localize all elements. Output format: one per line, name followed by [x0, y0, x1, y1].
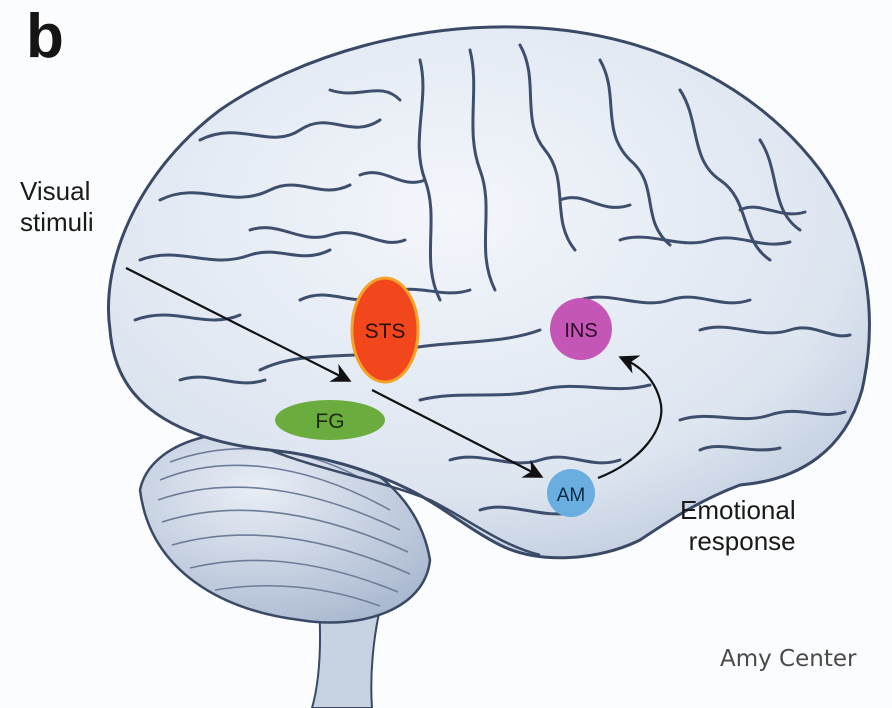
am-label: AM — [557, 485, 586, 506]
sts-label: STS — [365, 320, 406, 343]
region-sts: STS — [352, 278, 418, 382]
fg-label: FG — [315, 410, 344, 433]
region-am: AM — [547, 469, 595, 517]
ins-label: INS — [564, 320, 597, 342]
emotional-response-label: Emotional response — [680, 495, 796, 557]
emotional-response-line2: response — [680, 526, 796, 557]
visual-stimuli-line2: stimuli — [20, 207, 94, 238]
region-fg: FG — [275, 400, 385, 440]
region-ins: INS — [550, 298, 612, 360]
emotional-response-line1: Emotional — [680, 495, 796, 526]
visual-stimuli-line1: Visual — [20, 176, 94, 207]
visual-stimuli-label: Visual stimuli — [20, 176, 94, 238]
illustrator-credit: Amy Center — [720, 646, 856, 672]
